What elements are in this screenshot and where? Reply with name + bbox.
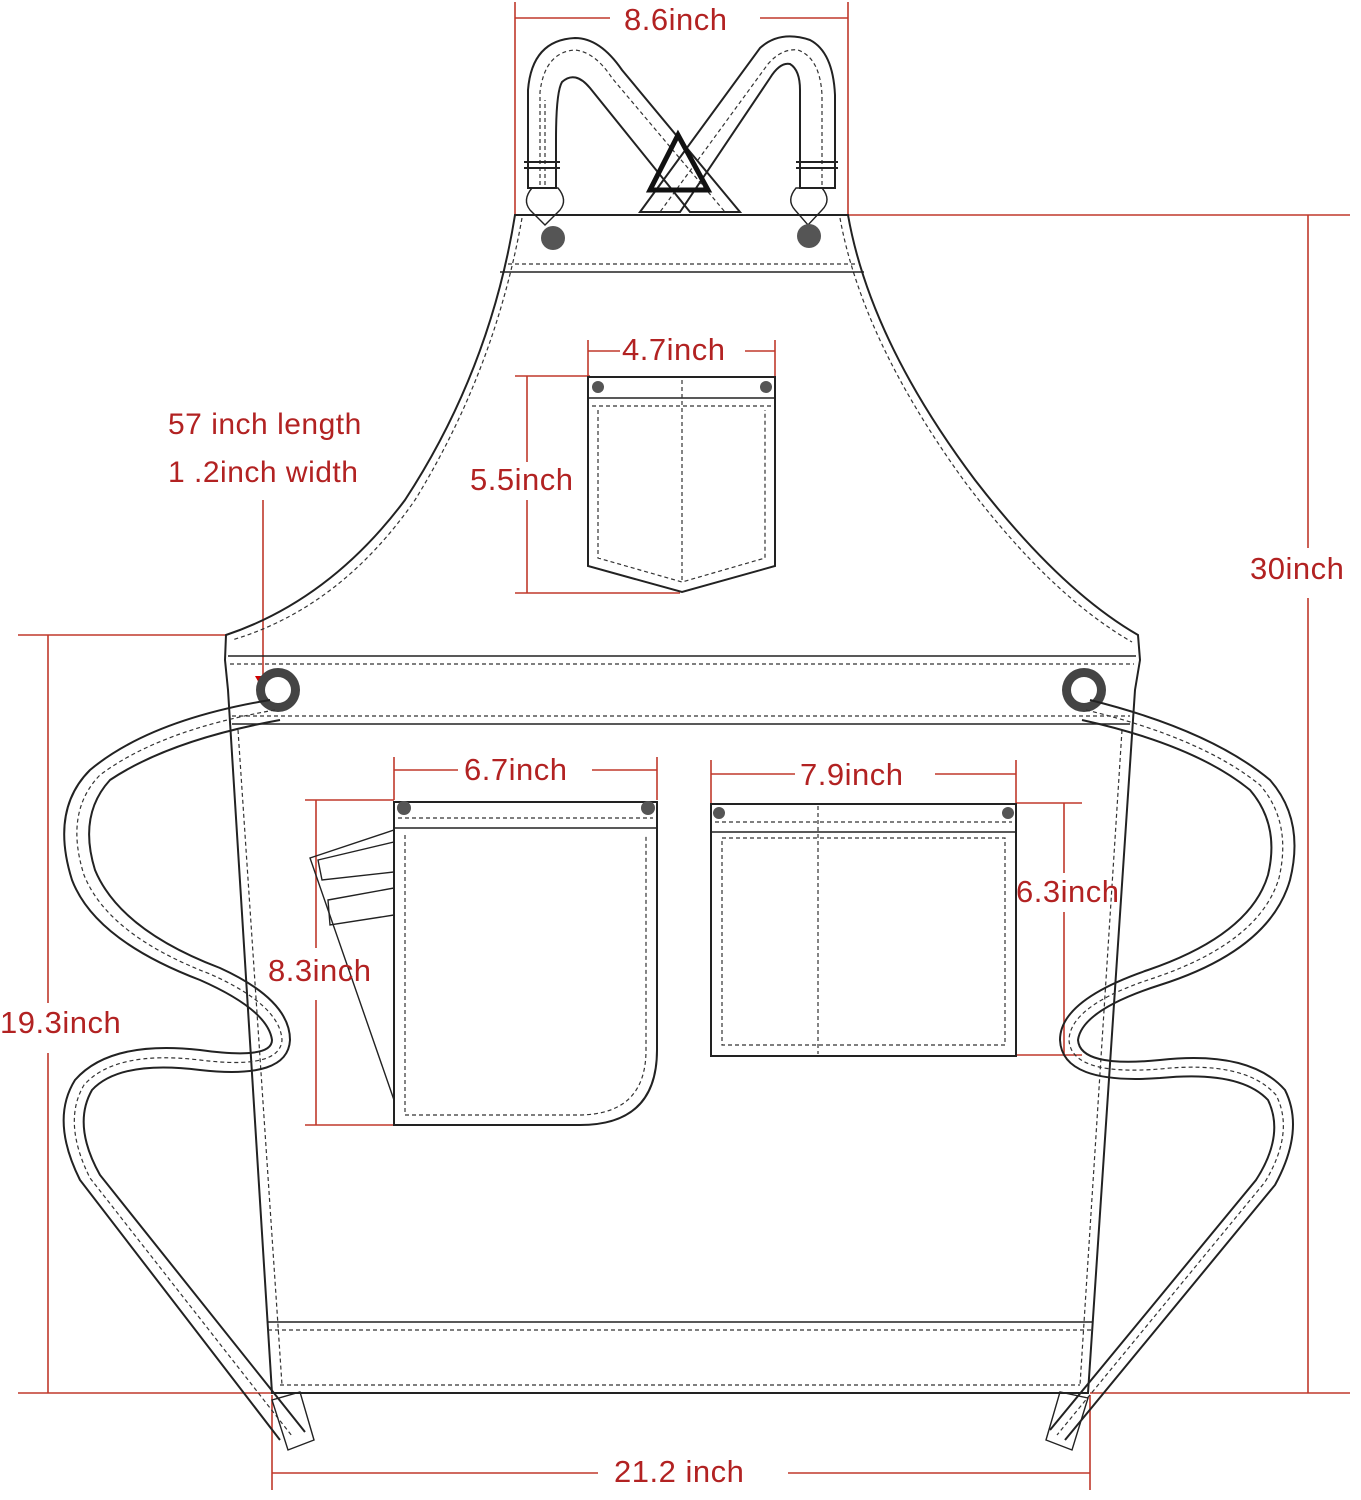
strap-buckles: [525, 187, 828, 227]
ties-width-label: 1 .2inch width: [168, 456, 359, 489]
right-pocket: [710, 803, 1017, 1057]
right-pocket-height-label: 6.3inch: [1016, 874, 1120, 909]
chest-pocket-height-label: 5.5inch: [470, 462, 574, 497]
left-pocket-height-label: 8.3inch: [268, 953, 372, 988]
chest-pocket-width-label: 4.7inch: [622, 332, 726, 367]
lower-height-label: 19.3inch: [0, 1005, 122, 1040]
grommets: [256, 668, 1106, 712]
neck-straps: [524, 35, 838, 213]
apron-body: [223, 214, 1142, 1394]
ties-length-label: 57 inch length: [168, 408, 362, 441]
total-length-label: 30inch: [1250, 551, 1345, 586]
waist-ties: [62, 699, 1296, 1451]
left-pocket: [309, 801, 658, 1126]
bottom-width-label: 21.2 inch: [614, 1454, 745, 1489]
rivet: [797, 224, 821, 248]
dimension-lines: [18, 2, 1350, 1490]
left-pocket-width-label: 6.7inch: [464, 752, 568, 787]
triangle-logo: [645, 129, 713, 193]
strap-spacing-label: 8.6inch: [624, 2, 728, 37]
right-pocket-width-label: 7.9inch: [800, 757, 904, 792]
chest-pocket: [587, 376, 776, 594]
rivet: [541, 226, 565, 250]
